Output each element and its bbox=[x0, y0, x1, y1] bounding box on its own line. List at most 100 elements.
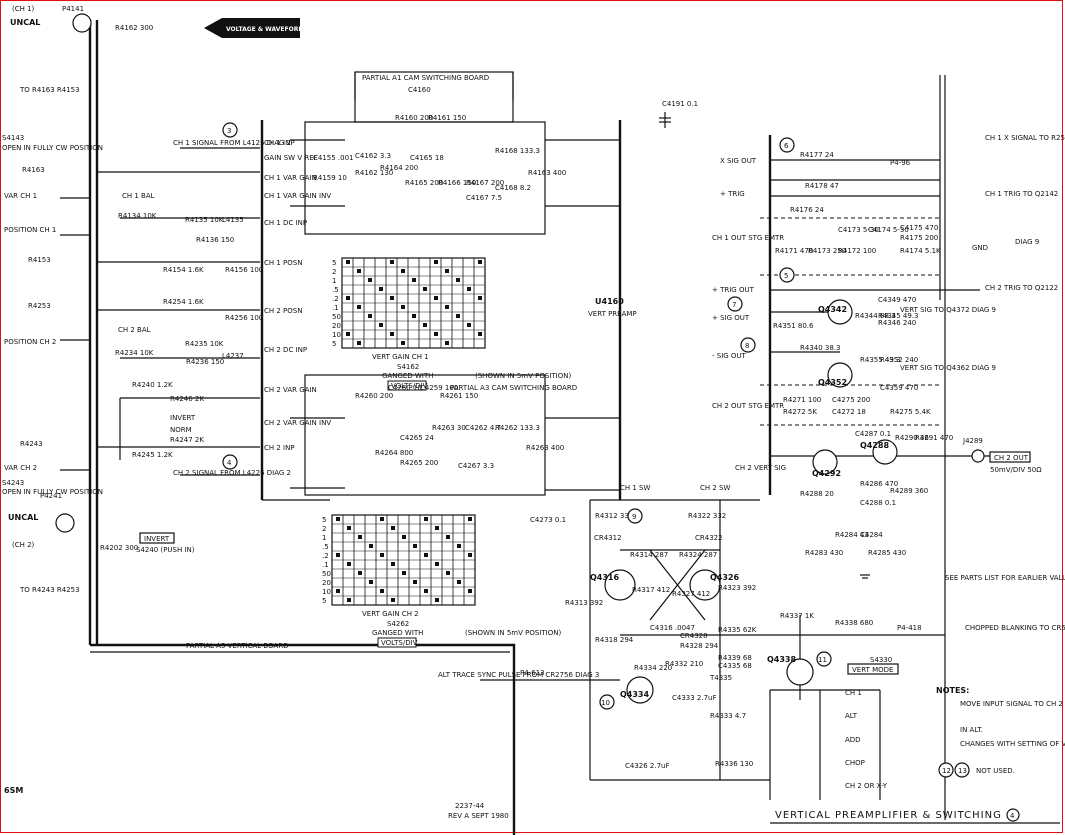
switch-contact-dot bbox=[391, 598, 395, 602]
component-label: C4326 2.7uF bbox=[625, 762, 670, 770]
transistor-q4352 bbox=[827, 362, 853, 388]
component-label: C4167 7.5 bbox=[466, 194, 502, 202]
switch-contact-dot bbox=[468, 589, 472, 593]
switch-contact-dot bbox=[346, 332, 350, 336]
ch2-sw-label: CH 2 SW bbox=[700, 484, 730, 492]
component-label: R4165 200 bbox=[405, 179, 443, 187]
switch-contact-dot bbox=[390, 260, 394, 264]
footer-revision: REV A SEPT 1980 bbox=[448, 812, 509, 820]
switch-contact-dot bbox=[357, 269, 361, 273]
switch-contact-dot bbox=[424, 553, 428, 557]
s4143-label: OPEN IN FULLY CW POSITION bbox=[2, 144, 103, 152]
invert-box-label: INVERT bbox=[144, 535, 170, 543]
component-label: R4159 10 bbox=[313, 174, 347, 182]
switch-contact-dot bbox=[391, 526, 395, 530]
switch-contact-dot bbox=[413, 580, 417, 584]
component-label: R4271 100 bbox=[783, 396, 821, 404]
switch-contact-dot bbox=[402, 571, 406, 575]
note-not-used-13: 13 bbox=[958, 767, 967, 775]
component-label: R4285 430 bbox=[868, 549, 906, 557]
transistor-label-q4338: Q4338 bbox=[767, 655, 797, 664]
output-vert-sig-q4372: VERT SIG TO Q4372 DIAG 9 bbox=[900, 306, 996, 314]
switch-bank-control: VOLTS/DIV bbox=[391, 382, 428, 390]
component-label: L4135 bbox=[222, 216, 244, 224]
switch-contact-dot bbox=[346, 260, 350, 264]
pin-ch2-out-stg: CH 2 OUT STG EMTR bbox=[712, 402, 784, 410]
transistor-q4288 bbox=[872, 439, 898, 465]
note-item-2: IN ALT. bbox=[960, 726, 983, 734]
transistor-q4338 bbox=[786, 658, 814, 686]
component-label: C4191 0.1 bbox=[662, 100, 698, 108]
component-label: R4340 38.3 bbox=[800, 344, 841, 352]
switch-bank-row-label: 5 bbox=[322, 516, 326, 524]
component-label: R4162 130 bbox=[355, 169, 393, 177]
component-label: R4240 1.2K bbox=[132, 381, 173, 389]
switch-contact-dot bbox=[434, 332, 438, 336]
switch-bank-row-label: 1 bbox=[322, 534, 326, 542]
component-label: R4318 294 bbox=[595, 636, 634, 644]
note-not-used-12: 12 bbox=[942, 767, 951, 775]
switch-contact-dot bbox=[368, 278, 372, 282]
output-ch2-trig: CH 2 TRIG TO Q2122 bbox=[985, 284, 1058, 292]
s4243-label: OPEN IN FULLY CW POSITION bbox=[2, 488, 103, 496]
mode-ch2-xy: CH 2 OR X-Y bbox=[845, 782, 888, 790]
switch-contact-dot bbox=[368, 314, 372, 318]
component-label: C4284 bbox=[860, 531, 883, 539]
component-label: R4272 5K bbox=[783, 408, 817, 416]
component-label: R4256 100 bbox=[225, 314, 263, 322]
transistor-label-q4326: Q4326 bbox=[710, 573, 740, 582]
r4134-label: R4134 10K bbox=[118, 212, 157, 220]
switch-bank-ref: S4162 bbox=[397, 363, 419, 371]
u4160-ref: U4160 bbox=[595, 297, 624, 306]
component-label: R4156 100 bbox=[225, 266, 263, 274]
component-label: C4262 4.7 bbox=[465, 424, 501, 432]
r4163-ref: R4163 bbox=[22, 166, 45, 174]
component-label: C4260 10 bbox=[388, 384, 422, 392]
component-label: R4263 400 bbox=[526, 444, 564, 452]
switch-contact-dot bbox=[435, 526, 439, 530]
pin-ch2-inp: CH 2 INP bbox=[264, 444, 295, 452]
switch-contact-dot bbox=[412, 314, 416, 318]
node-8: 10 bbox=[601, 699, 610, 707]
switch-bank-row-label: .2 bbox=[322, 552, 329, 560]
component-label: R4344 88.3 bbox=[855, 312, 896, 320]
mode-add: ADD bbox=[845, 736, 861, 744]
p4241-ref: P4241 bbox=[40, 492, 62, 500]
component-label: C4160 bbox=[408, 86, 431, 94]
voltage-waveform-label: VOLTAGE & WAVEFORM CONDITIONS bbox=[226, 26, 349, 33]
note-item-4: NOT USED. bbox=[976, 767, 1015, 775]
switch-bank-row-label: 10 bbox=[322, 588, 331, 596]
board-a3-title: PARTIAL A3 CAM SWITCHING BOARD bbox=[450, 384, 577, 392]
component-label: R4263 30 bbox=[432, 424, 466, 432]
r4243-ref: R4243 bbox=[20, 440, 43, 448]
switch-contact-dot bbox=[346, 296, 350, 300]
component-label: R4136 150 bbox=[196, 236, 234, 244]
component-label: R4135 10K bbox=[185, 216, 224, 224]
connector-p4241 bbox=[55, 513, 75, 533]
switch-contact-dot bbox=[468, 553, 472, 557]
component-label: R4166 150 bbox=[438, 179, 476, 187]
component-label: C4267 3.3 bbox=[458, 462, 494, 470]
switch-contact-dot bbox=[390, 332, 394, 336]
connector-j4289 bbox=[971, 449, 985, 463]
output-alt-trace: ALT TRACE SYNC PULSE FROM CR2756 DIAG 3 bbox=[438, 671, 599, 679]
component-label: C4275 200 bbox=[832, 396, 870, 404]
component-label: R4288 20 bbox=[800, 490, 834, 498]
switch-contact-dot bbox=[457, 580, 461, 584]
switch-contact-dot bbox=[423, 323, 427, 327]
component-label: R4332 210 bbox=[665, 660, 703, 668]
switch-contact-dot bbox=[413, 544, 417, 548]
footer-left-code: 6SM bbox=[4, 786, 23, 795]
switch-bank-row-label: 20 bbox=[332, 322, 341, 330]
pin-gain-sw-vref: GAIN SW V REF bbox=[264, 154, 318, 162]
component-label: R4176 24 bbox=[790, 206, 824, 214]
switch-contact-dot bbox=[379, 287, 383, 291]
vert-mode-label: VERT MODE bbox=[852, 666, 893, 674]
node-9: 11 bbox=[818, 656, 827, 664]
component-label: R4286 470 bbox=[860, 480, 898, 488]
component-label: R4172 100 bbox=[838, 247, 876, 255]
switch-bank-shown: (SHOWN IN 5mV POSITION) bbox=[475, 372, 571, 380]
